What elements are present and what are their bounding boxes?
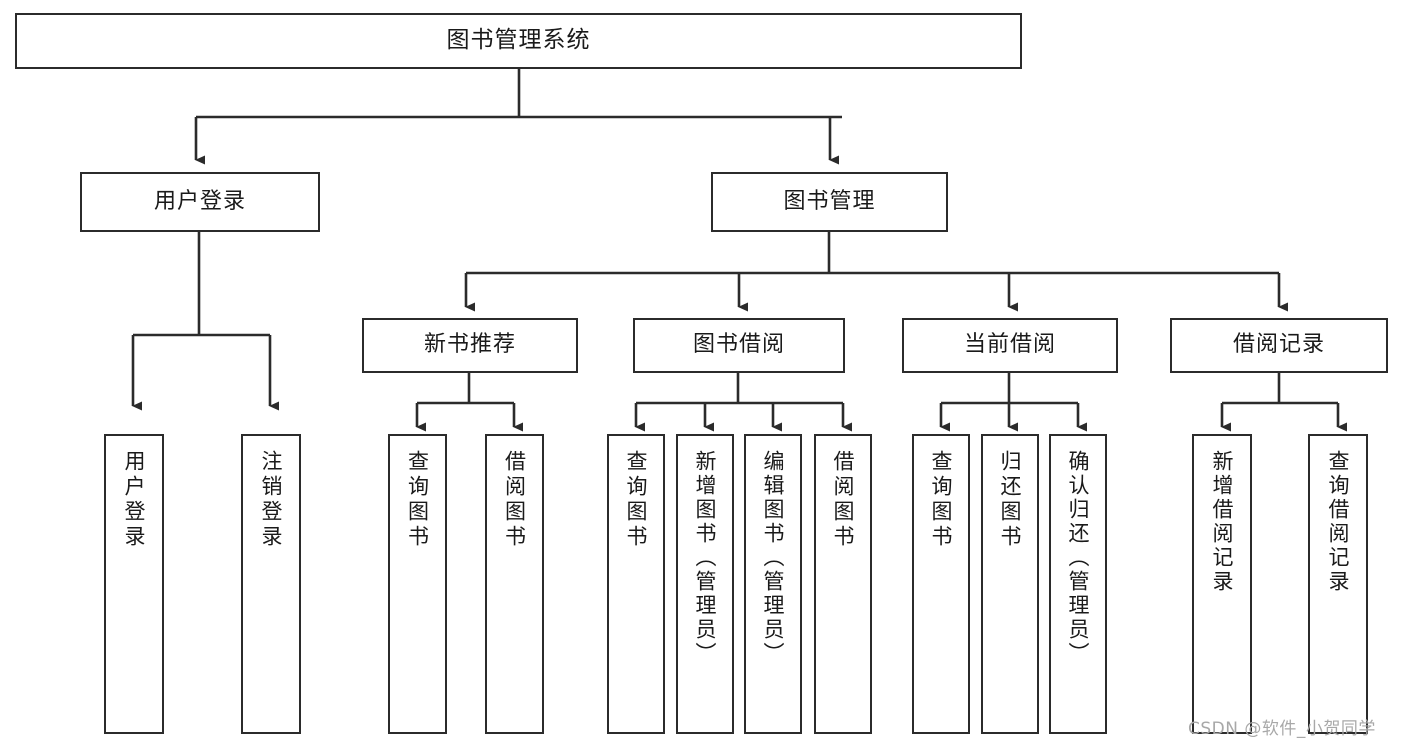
leaf-borrow-book-1-label: 借阅图书 bbox=[502, 450, 527, 550]
leaf-confirm-return-label: 确认归还（管理员） bbox=[1066, 450, 1091, 666]
node-root[interactable]: 图书管理系统 bbox=[15, 13, 1022, 69]
node-current-borrow[interactable]: 当前借阅 bbox=[902, 318, 1118, 373]
leaf-query-book-2[interactable]: 查询图书 bbox=[607, 434, 665, 734]
node-book-management-label: 图书管理 bbox=[783, 188, 876, 214]
node-borrow-record-label: 借阅记录 bbox=[1232, 332, 1325, 358]
leaf-return-book-label: 归还图书 bbox=[998, 450, 1023, 550]
leaf-query-record[interactable]: 查询借阅记录 bbox=[1308, 434, 1368, 734]
leaf-add-record[interactable]: 新增借阅记录 bbox=[1192, 434, 1252, 734]
leaf-add-record-label: 新增借阅记录 bbox=[1210, 450, 1235, 594]
node-root-label: 图书管理系统 bbox=[446, 27, 591, 54]
leaf-query-book-2-label: 查询图书 bbox=[624, 450, 649, 550]
node-user-login[interactable]: 用户登录 bbox=[80, 172, 320, 232]
leaf-borrow-book-2-label: 借阅图书 bbox=[831, 450, 856, 550]
node-current-borrow-label: 当前借阅 bbox=[963, 332, 1056, 358]
leaf-user-login-label: 用户登录 bbox=[122, 450, 147, 550]
leaf-user-logout-label: 注销登录 bbox=[259, 450, 284, 550]
leaf-edit-book[interactable]: 编辑图书（管理员） bbox=[744, 434, 802, 734]
node-book-borrow[interactable]: 图书借阅 bbox=[633, 318, 845, 373]
leaf-confirm-return[interactable]: 确认归还（管理员） bbox=[1049, 434, 1107, 734]
leaf-edit-book-label: 编辑图书（管理员） bbox=[761, 450, 786, 666]
leaf-user-logout[interactable]: 注销登录 bbox=[241, 434, 301, 734]
node-book-borrow-label: 图书借阅 bbox=[692, 332, 785, 358]
leaf-query-book-3[interactable]: 查询图书 bbox=[912, 434, 970, 734]
leaf-add-book[interactable]: 新增图书（管理员） bbox=[676, 434, 734, 734]
leaf-user-login[interactable]: 用户登录 bbox=[104, 434, 164, 734]
leaf-query-book-1[interactable]: 查询图书 bbox=[388, 434, 447, 734]
leaf-borrow-book-1[interactable]: 借阅图书 bbox=[485, 434, 544, 734]
node-user-login-label: 用户登录 bbox=[153, 188, 246, 214]
leaf-query-book-3-label: 查询图书 bbox=[929, 450, 954, 550]
leaf-query-book-1-label: 查询图书 bbox=[405, 450, 430, 550]
leaf-return-book[interactable]: 归还图书 bbox=[981, 434, 1039, 734]
csdn-watermark: CSDN @软件_小贺同学 bbox=[1188, 719, 1376, 739]
node-new-book-recommend[interactable]: 新书推荐 bbox=[362, 318, 578, 373]
leaf-add-book-label: 新增图书（管理员） bbox=[693, 450, 718, 666]
leaf-borrow-book-2[interactable]: 借阅图书 bbox=[814, 434, 872, 734]
node-new-book-recommend-label: 新书推荐 bbox=[423, 332, 516, 358]
node-borrow-record[interactable]: 借阅记录 bbox=[1170, 318, 1388, 373]
leaf-query-record-label: 查询借阅记录 bbox=[1326, 450, 1351, 594]
node-book-management[interactable]: 图书管理 bbox=[711, 172, 948, 232]
